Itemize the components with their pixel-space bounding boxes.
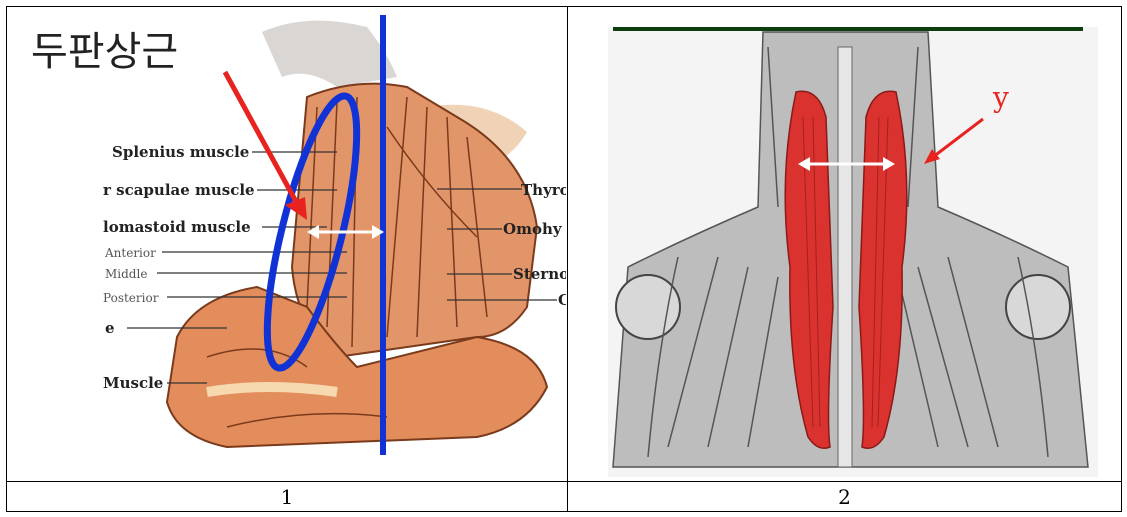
clavicle-shape (207, 387, 337, 392)
label-middle: Middle (105, 267, 147, 281)
neck-lateral-illustration: Splenius muscle r scapulae muscle lomast… (7, 7, 566, 480)
back-illustration: y (568, 7, 1121, 480)
label-posterior: Posterior (103, 291, 159, 305)
shoulder-right (1006, 275, 1070, 339)
label-muscle: Muscle (103, 374, 163, 392)
shoulder-left (616, 275, 680, 339)
label-thyro: Thyro (521, 181, 566, 199)
label-sternol: Sternol (513, 265, 566, 283)
label-omohy: Omohy (503, 220, 563, 238)
blue-midline (380, 15, 386, 455)
label-anterior: Anterior (104, 246, 156, 260)
label-e: e (105, 319, 115, 337)
label-y: y (992, 81, 1009, 114)
label-c: C (558, 291, 566, 309)
label-splenius: Splenius muscle (112, 143, 249, 161)
korean-title: 두판상근 (31, 29, 178, 75)
skull-shape (262, 21, 397, 87)
label-mastoid: lomastoid muscle (103, 218, 251, 236)
label-scapulae: r scapulae muscle (103, 181, 255, 199)
top-green-line (613, 27, 1083, 31)
spine (838, 47, 852, 467)
caption-1: 1 (7, 482, 567, 512)
figure-2-back-view: y (568, 7, 1121, 480)
caption-2: 2 (568, 482, 1121, 512)
figure-1-neck-lateral: Splenius muscle r scapulae muscle lomast… (7, 7, 566, 480)
